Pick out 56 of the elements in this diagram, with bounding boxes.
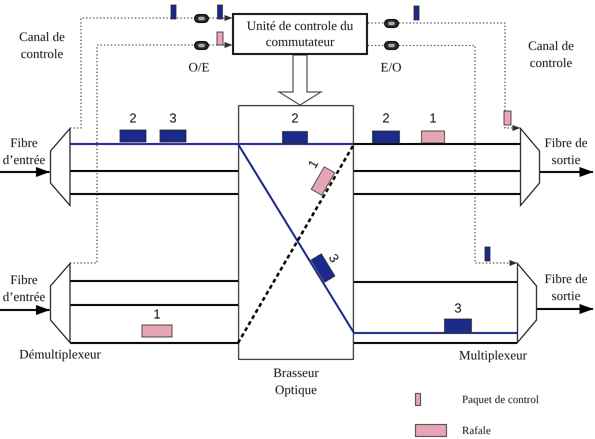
converter-label: E/O (380, 58, 402, 76)
channel-line (354, 332, 517, 334)
dotted-arrow (399, 22, 520, 131)
burst-number: 2 (129, 110, 137, 126)
legend-label: Paquet de control (462, 393, 539, 407)
fibre-arrow (0, 167, 50, 177)
demultiplexer (50, 128, 70, 206)
channel-label: Canal de controle (18, 28, 66, 62)
channel-line (70, 193, 238, 195)
edge-label: Fibre d’entrée (2, 271, 46, 305)
edge-label: Fibre de sortie (544, 270, 588, 304)
block-arrow (276, 54, 324, 106)
burst-number: 1 (304, 156, 322, 172)
dotted-line (368, 44, 384, 46)
burst-number: 3 (169, 110, 177, 126)
fibre-arrow (540, 167, 594, 177)
channel-label: Canal de controle (527, 37, 575, 71)
converter-icon (194, 14, 209, 22)
burst-number: 1 (429, 110, 437, 126)
channel-line (70, 143, 238, 145)
converter-icon (384, 41, 399, 50)
burst-number: 3 (454, 300, 462, 316)
multiplexer (517, 263, 537, 343)
component-label: Multiplexeur (459, 346, 527, 364)
multiplexer (520, 128, 540, 206)
channel-line (354, 193, 520, 195)
fibre-arrow (0, 305, 50, 315)
converter-icon (384, 18, 399, 28)
edge-label: Fibre d’entrée (2, 134, 46, 168)
control-unit: Unité de controle du commutateur (232, 13, 368, 55)
channel-line (354, 342, 517, 344)
dotted-line (70, 44, 194, 264)
channel-line (354, 143, 520, 145)
channel-line (70, 304, 238, 306)
burst-number: 2 (291, 110, 299, 126)
channel-line (70, 170, 238, 172)
cross-connect-label: Brasseur Optique (272, 364, 320, 398)
channel-line (70, 280, 238, 282)
dotted-line (70, 17, 194, 129)
channel-line (70, 342, 238, 344)
component-label: Démultiplexeur (19, 346, 101, 362)
dotted-arrow (209, 42, 232, 48)
fibre-arrow (537, 304, 594, 314)
dotted-line (368, 22, 384, 24)
converter-label: O/E (188, 58, 210, 76)
dotted-arrow (209, 15, 232, 21)
converter-icon (194, 40, 209, 50)
burst-number: 3 (324, 250, 344, 266)
demultiplexer (50, 263, 70, 343)
dotted-arrow (399, 44, 518, 266)
channel-line (354, 170, 520, 172)
edge-label: Fibre de sortie (544, 134, 588, 168)
burst-number: 1 (153, 306, 161, 322)
burst-number: 2 (382, 110, 390, 126)
legend-label: Rafale (462, 424, 491, 438)
channel-line (354, 281, 517, 283)
